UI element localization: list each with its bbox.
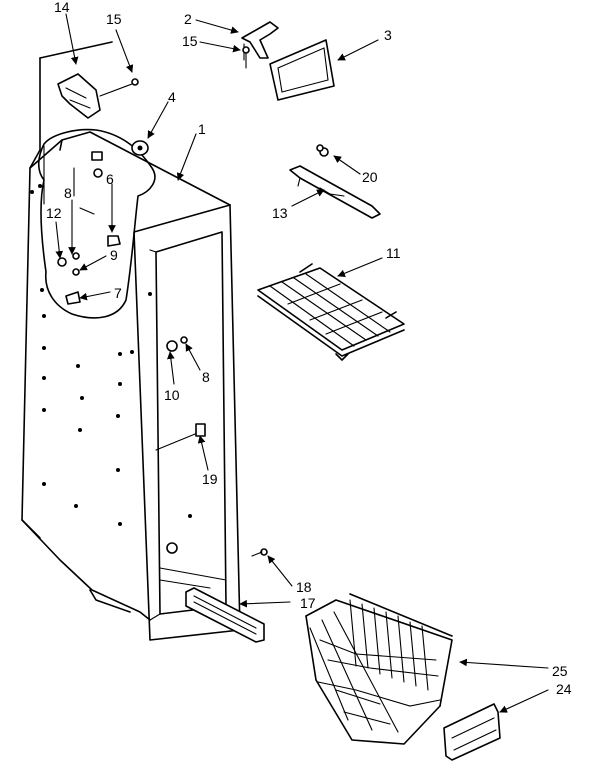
callout-24: 24: [556, 681, 572, 697]
screw-15-right: [242, 46, 250, 69]
callout-25: 25: [552, 663, 568, 679]
callout-20: 20: [362, 169, 378, 185]
callout-8-upper: 8: [64, 185, 72, 201]
hinge-2: [241, 21, 279, 61]
callout-4: 4: [168, 89, 176, 105]
wall-dots: [30, 184, 152, 526]
callout-3: 3: [384, 27, 392, 43]
slide-17: [185, 587, 265, 643]
cover-3: [269, 39, 335, 101]
callout-19: 19: [202, 471, 218, 487]
callout-17: 17: [300, 595, 316, 611]
callout-1: 1: [198, 121, 206, 137]
callout-15-left: 15: [106, 11, 122, 27]
callout-6: 6: [106, 171, 114, 187]
shelf-bracket-13: [289, 144, 381, 219]
callout-9: 9: [110, 247, 118, 263]
wire-shelf-11: [257, 263, 405, 361]
leader-lines: [43, 13, 549, 713]
callout-10: 10: [164, 387, 180, 403]
callout-labels: 14 15 2 15 3 4 1 20 13 11 8 6 12 9 7 8 1…: [46, 0, 572, 697]
hinge-bracket-14: [57, 73, 101, 119]
callout-2: 2: [184, 11, 192, 27]
callout-8-lower: 8: [202, 369, 210, 385]
callout-11: 11: [386, 245, 401, 261]
callout-14: 14: [54, 0, 70, 15]
callout-18: 18: [296, 579, 312, 595]
screw-15-left: [99, 78, 139, 97]
callout-15-right: 15: [182, 33, 198, 49]
screw-18: [251, 548, 268, 557]
basket-front-24: [443, 703, 501, 761]
callout-12: 12: [46, 205, 62, 221]
freezer-liner: [21, 41, 241, 641]
knob-4: [131, 140, 149, 156]
callout-13: 13: [272, 205, 288, 221]
callout-7: 7: [114, 285, 122, 301]
wire-basket-25: [305, 593, 453, 745]
